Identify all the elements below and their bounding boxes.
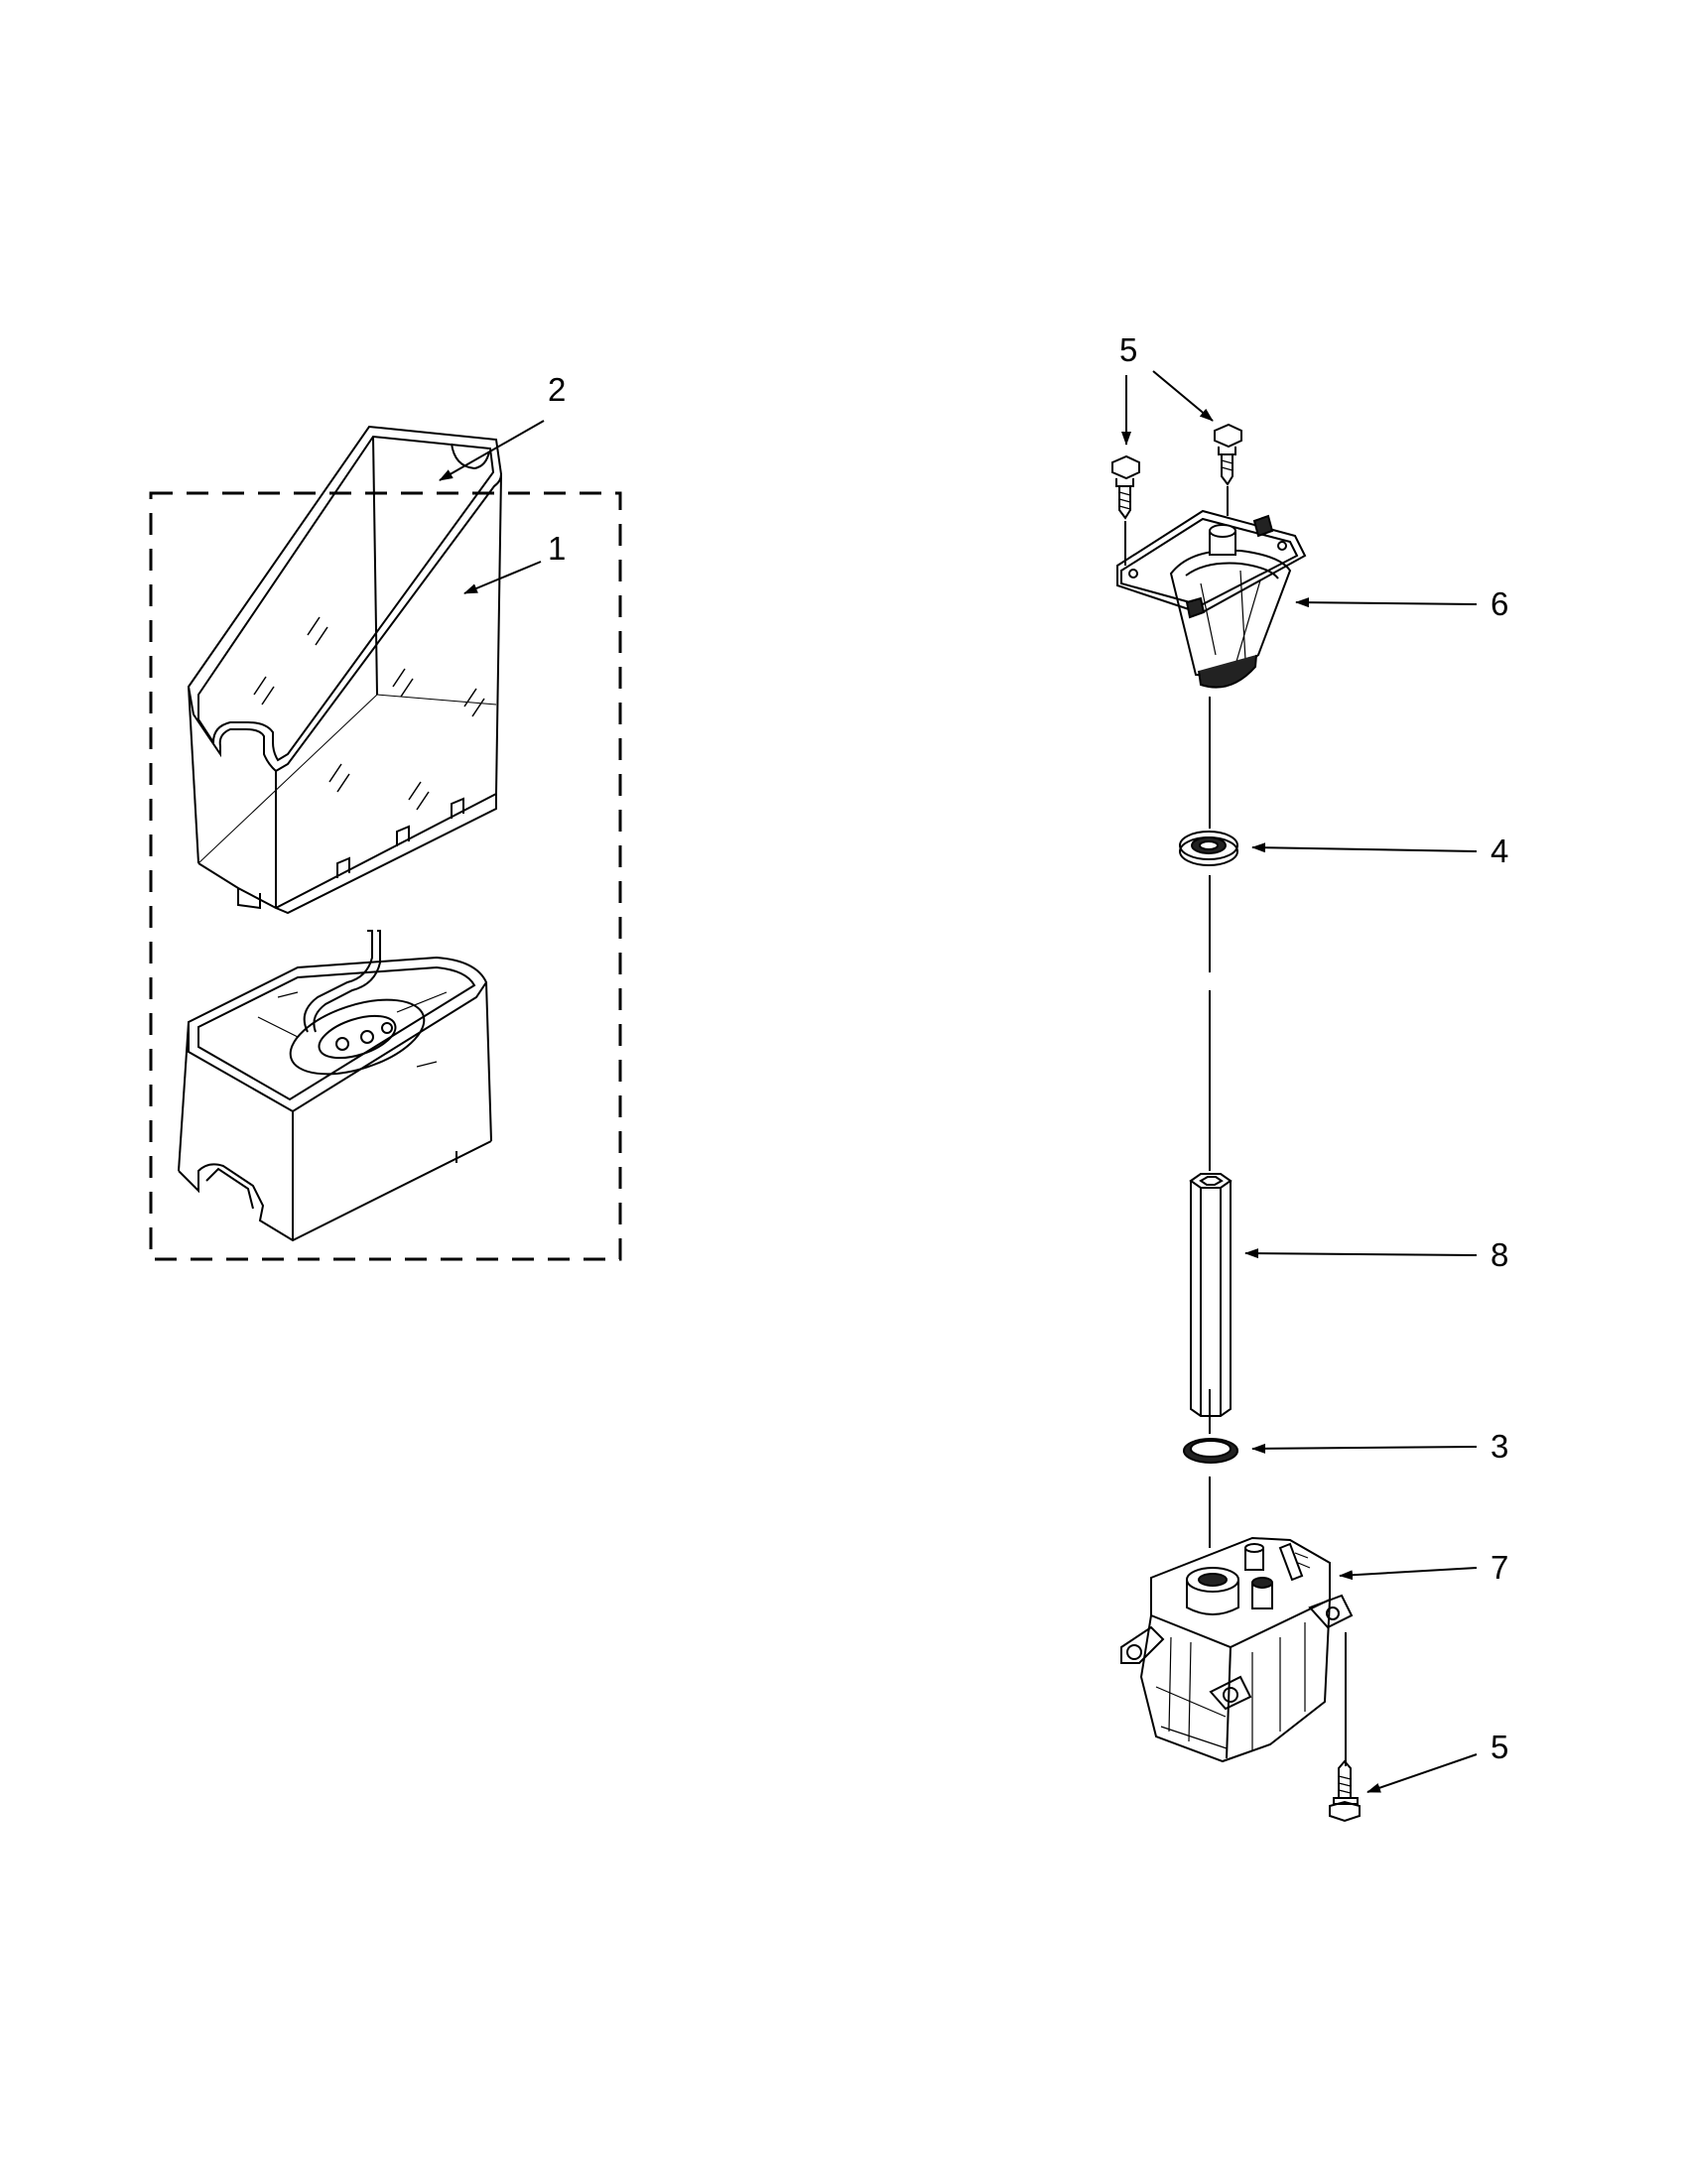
callout-shaft: 8 [1491, 1236, 1508, 1273]
screw-lower-drawing [1329, 1759, 1361, 1823]
callout-washer: 3 [1491, 1428, 1508, 1465]
kit-dashed-boundary [149, 491, 622, 1261]
bearing-housing-drawing [1116, 509, 1307, 689]
callout-screw-lower: 5 [1491, 1729, 1508, 1765]
callout-housing: 6 [1491, 585, 1508, 622]
callout-bucket: 1 [548, 530, 566, 567]
bearing-drawing [1179, 831, 1238, 866]
leader-washer [1251, 1443, 1478, 1454]
leader-bearing [1251, 842, 1478, 853]
leader-motor [1339, 1567, 1478, 1581]
leader-shaft [1244, 1248, 1478, 1259]
callout-bearing: 4 [1491, 833, 1508, 869]
leader-kit [439, 420, 545, 481]
ice-bucket-drawing [187, 425, 503, 915]
motor-gearbox-drawing [1120, 1536, 1354, 1763]
washer-drawing [1183, 1438, 1238, 1464]
leader-housing [1295, 597, 1478, 608]
bucket-base-drawing [178, 930, 492, 1242]
auger-shaft-drawing [1189, 1173, 1233, 1417]
drive-assembly-group: 5 5 6 [1111, 331, 1508, 1823]
leader-screw-upper-right [1152, 370, 1214, 422]
leader-screw-lower [1366, 1753, 1478, 1793]
screw-upper-left-drawing [1111, 454, 1140, 520]
callout-screw-upper: 5 [1119, 331, 1137, 368]
bucket-kit-group: 2 1 [149, 371, 622, 1261]
callout-kit: 2 [548, 371, 566, 408]
callout-motor: 7 [1491, 1549, 1508, 1586]
screw-upper-right-drawing [1214, 423, 1242, 486]
leader-bucket [463, 561, 542, 594]
